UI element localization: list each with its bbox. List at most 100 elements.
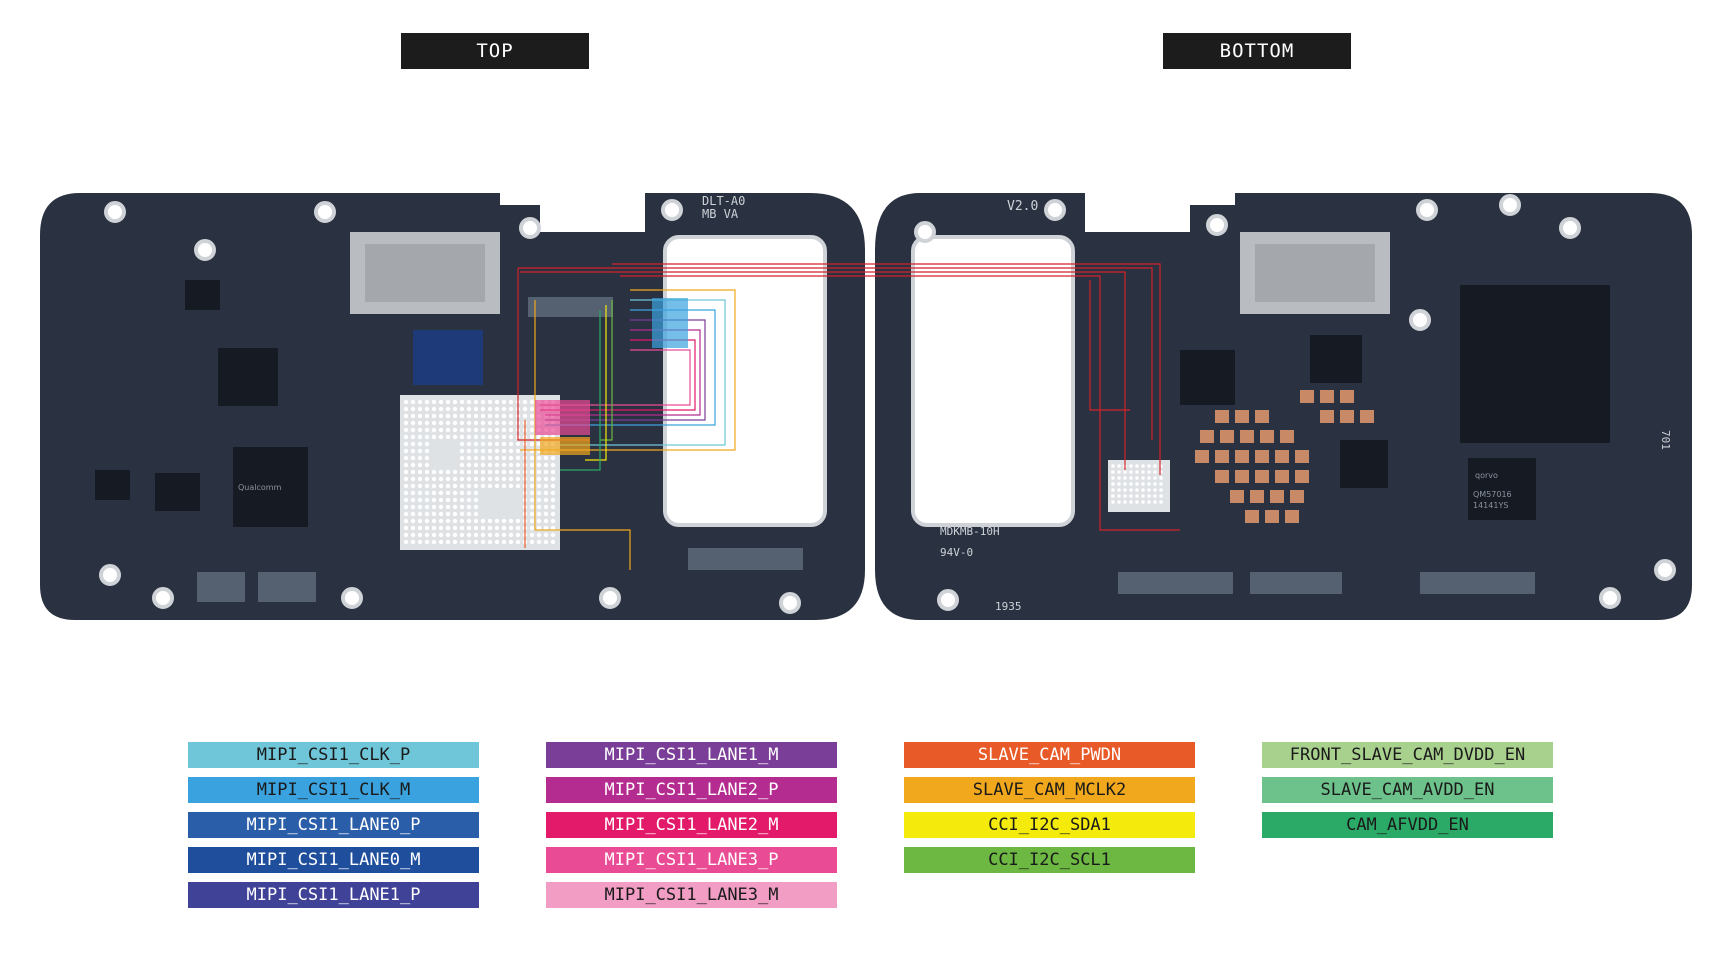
mounting-hole — [1559, 217, 1581, 239]
bga-ball — [543, 476, 549, 482]
bga-ball — [445, 434, 451, 440]
bga-ball — [459, 525, 465, 531]
bga-ball — [1153, 488, 1157, 492]
bga-ball — [501, 455, 507, 461]
bga-ball — [501, 399, 507, 405]
bga-ball — [466, 518, 472, 524]
bga-ball — [417, 469, 423, 475]
bga-ball — [403, 469, 409, 475]
bga-ball — [410, 483, 416, 489]
bga-ball — [1141, 476, 1145, 480]
bga-ball — [480, 539, 486, 545]
bga-ball — [501, 448, 507, 454]
bga-ball — [466, 462, 472, 468]
bga-ball — [508, 441, 514, 447]
legend-item: SLAVE_CAM_AVDD_EN — [1262, 777, 1553, 803]
bga-ball — [410, 462, 416, 468]
bga-ball — [452, 427, 458, 433]
bga-ball — [424, 539, 430, 545]
bga-ball — [452, 511, 458, 517]
bga-ball — [431, 490, 437, 496]
bga-ball — [1147, 464, 1151, 468]
bga-ball — [487, 441, 493, 447]
bga-ball — [508, 455, 514, 461]
bga-ball — [543, 455, 549, 461]
bga-ball — [466, 511, 472, 517]
bga-ball — [410, 399, 416, 405]
bga-ball — [417, 525, 423, 531]
bga-ball — [452, 420, 458, 426]
bga-ball — [508, 469, 514, 475]
bga-ball — [452, 406, 458, 412]
bga-ball — [1153, 494, 1157, 498]
bga-ball — [508, 476, 514, 482]
bga-ball — [536, 455, 542, 461]
bottom-side-header: BOTTOM — [1163, 33, 1351, 69]
bga-ball — [501, 539, 507, 545]
mounting-hole — [104, 201, 126, 223]
bga-ball — [403, 483, 409, 489]
bga-ball — [501, 476, 507, 482]
bga-ball — [501, 518, 507, 524]
bga-ball — [1123, 494, 1127, 498]
bga-ball — [480, 518, 486, 524]
bga-ball — [473, 420, 479, 426]
bga-ball — [508, 448, 514, 454]
bga-ball — [410, 413, 416, 419]
mounting-hole — [1499, 194, 1521, 216]
bga-ball — [1135, 476, 1139, 480]
bga-ball — [515, 462, 521, 468]
bga-ball — [473, 448, 479, 454]
copper-pad — [1275, 450, 1289, 463]
copper-pad — [1240, 430, 1254, 443]
copper-pad — [1265, 510, 1279, 523]
bga-ball — [1129, 482, 1133, 486]
bga-ball — [431, 539, 437, 545]
bga-ball — [1141, 494, 1145, 498]
bga-ball — [445, 476, 451, 482]
bga-ball — [424, 420, 430, 426]
bga-ball — [1129, 476, 1133, 480]
bga-ball — [473, 441, 479, 447]
bga-ball — [1111, 488, 1115, 492]
bga-ball — [403, 399, 409, 405]
bga-ball — [529, 441, 535, 447]
bga-ball — [1123, 488, 1127, 492]
mounting-hole — [341, 587, 363, 609]
bga-ball — [403, 525, 409, 531]
bga-ball — [529, 420, 535, 426]
bga-ball — [1147, 470, 1151, 474]
bga-ball — [417, 539, 423, 545]
bga-ball — [480, 441, 486, 447]
chip — [413, 330, 483, 385]
bga-ball — [480, 455, 486, 461]
bga-ball — [459, 462, 465, 468]
bga-ball — [543, 532, 549, 538]
bga-ball — [550, 532, 556, 538]
bga-ball — [501, 406, 507, 412]
bga-ball — [487, 399, 493, 405]
bga-ball — [515, 469, 521, 475]
connector — [688, 548, 803, 570]
chip — [1468, 458, 1536, 520]
bga-ball — [1123, 476, 1127, 480]
bga-ball — [424, 497, 430, 503]
trace-mipi — [585, 305, 607, 461]
pin-group-highlight — [535, 400, 590, 435]
bga-ball — [417, 462, 423, 468]
bga-ball — [494, 420, 500, 426]
bga-ball — [480, 469, 486, 475]
bga-ball — [487, 420, 493, 426]
bga-ball — [515, 532, 521, 538]
bga-ball — [543, 511, 549, 517]
bga-ball — [438, 399, 444, 405]
bga-ball — [431, 469, 437, 475]
bga-ball — [501, 469, 507, 475]
bga-ball — [550, 490, 556, 496]
copper-pad — [1235, 450, 1249, 463]
bga-ball — [459, 511, 465, 517]
bga-ball — [522, 406, 528, 412]
bga-ball — [529, 497, 535, 503]
bga-ball — [417, 504, 423, 510]
bga-ball — [445, 406, 451, 412]
